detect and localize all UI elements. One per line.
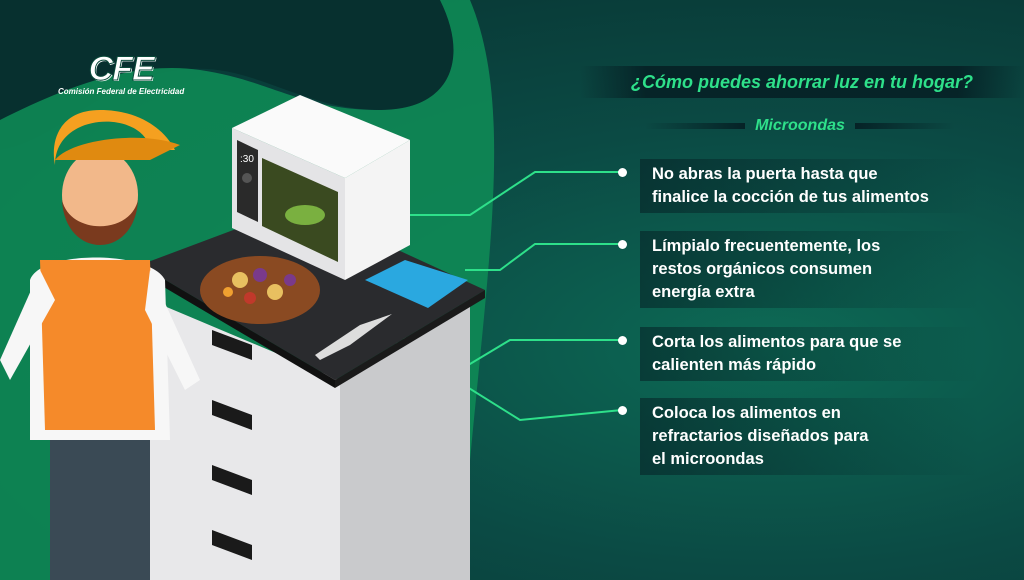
- bullet-dot: [618, 406, 627, 415]
- microwave-dial-icon: [242, 173, 252, 183]
- tip-2: Límpialo frecuentemente, los restos orgá…: [640, 231, 980, 308]
- tip-line: No abras la puerta hasta que: [652, 165, 878, 183]
- section-title: Microondas: [755, 117, 845, 134]
- tip-line: finalice la cocción de tus alimentos: [652, 188, 929, 206]
- tip-4: Coloca los alimentos en refractarios dis…: [640, 398, 980, 475]
- title-banner: ¿Cómo puedes ahorrar luz en tu hogar?: [580, 66, 1024, 98]
- tip-line: Límpialo frecuentemente, los: [652, 237, 881, 255]
- tip-line: calienten más rápido: [652, 356, 817, 374]
- tip-line: refractarios diseñados para: [652, 427, 869, 445]
- green-blob: [0, 0, 454, 150]
- sponge: [365, 260, 468, 308]
- page-title: ¿Cómo puedes ahorrar luz en tu hogar?: [630, 71, 974, 92]
- section-heading: Microondas: [640, 116, 960, 136]
- microwave-top: [232, 95, 410, 178]
- tip-line: restos orgánicos consumen: [652, 260, 873, 278]
- microwave-display: :30: [240, 154, 254, 165]
- divider: [854, 123, 955, 129]
- microwave-side: [345, 140, 410, 280]
- tip-1: No abras la puerta hasta que finalice la…: [640, 159, 980, 213]
- tip-line: Corta los alimentos para que se: [652, 333, 902, 351]
- bullet-dot: [618, 168, 627, 177]
- food: [223, 268, 296, 304]
- man-character: [0, 110, 200, 580]
- logo-subtitle: Comisión Federal de Electricidad: [58, 87, 185, 96]
- divider: [645, 123, 746, 129]
- knife: [315, 314, 392, 360]
- cutting-board: [200, 256, 320, 324]
- drawer-handles: [212, 330, 252, 560]
- cabinet-side: [340, 300, 470, 580]
- cabinet-front: [150, 300, 340, 580]
- tip-line: energía extra: [652, 283, 755, 301]
- bullet-dot: [618, 336, 627, 345]
- logo-text: CFE: [88, 50, 155, 89]
- tip-line: Coloca los alimentos en: [652, 404, 841, 422]
- tip-line: el microondas: [652, 450, 764, 468]
- tip-3: Corta los alimentos para que se caliente…: [640, 327, 980, 381]
- bullet-dot: [618, 240, 627, 249]
- cfe-logo: CFE Comisión Federal de Electricidad: [58, 50, 185, 97]
